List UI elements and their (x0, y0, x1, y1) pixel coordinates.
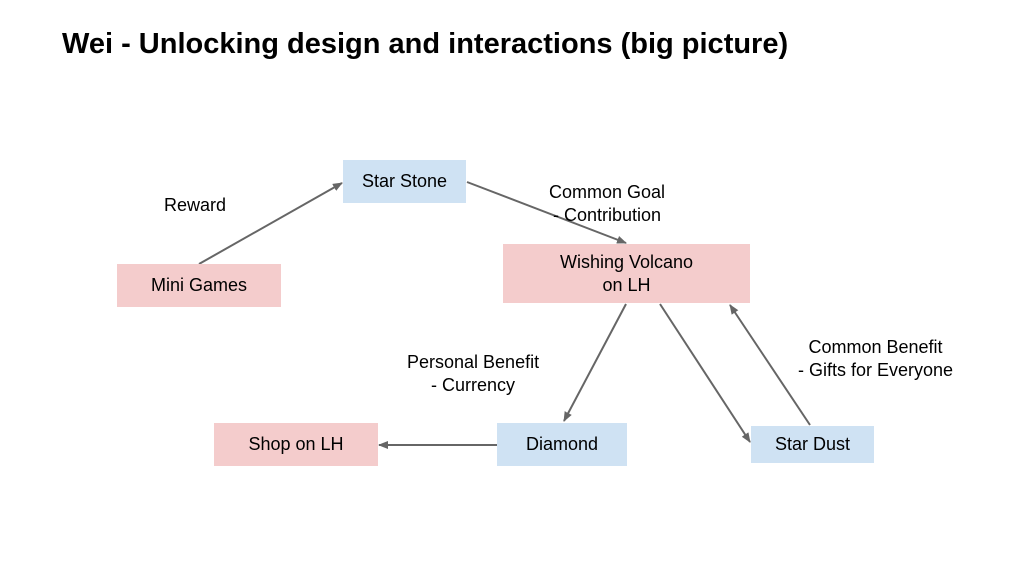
edge-label-reward: Reward (164, 195, 227, 215)
node-diamond: Diamond (497, 423, 627, 466)
node-star-dust: Star Dust (751, 426, 874, 463)
node-mini-games: Mini Games (117, 264, 281, 307)
arrow-starstone-to-volcano (466, 181, 627, 244)
node-star-stone-label: Star Stone (361, 171, 448, 191)
arrow-stardust-to-volcano (729, 304, 811, 426)
edge-label-common-benefit: Common Benefit - Gifts for Everyone (798, 337, 954, 380)
node-diamond-label: Diamond (525, 434, 599, 454)
arrow-volcano-to-diamond (563, 303, 627, 422)
arrow-volcano-to-stardust (659, 303, 751, 443)
node-star-dust-label: Star Dust (774, 434, 851, 454)
edge-label-personal-benefit: Personal Benefit - Currency (407, 352, 540, 395)
node-shop-label: Shop on LH (248, 434, 344, 454)
node-star-stone: Star Stone (343, 160, 466, 203)
node-mini-games-label: Mini Games (150, 275, 248, 295)
edge-label-common-goal: Common Goal - Contribution (549, 182, 666, 225)
page-title: Wei - Unlocking design and interactions … (62, 28, 789, 60)
arrow-minigames-to-starstone (198, 182, 343, 265)
node-shop: Shop on LH (214, 423, 378, 466)
node-wishing-volcano-label: Wishing Volcano on LH (559, 251, 694, 295)
node-wishing-volcano: Wishing Volcano on LH (503, 244, 750, 303)
